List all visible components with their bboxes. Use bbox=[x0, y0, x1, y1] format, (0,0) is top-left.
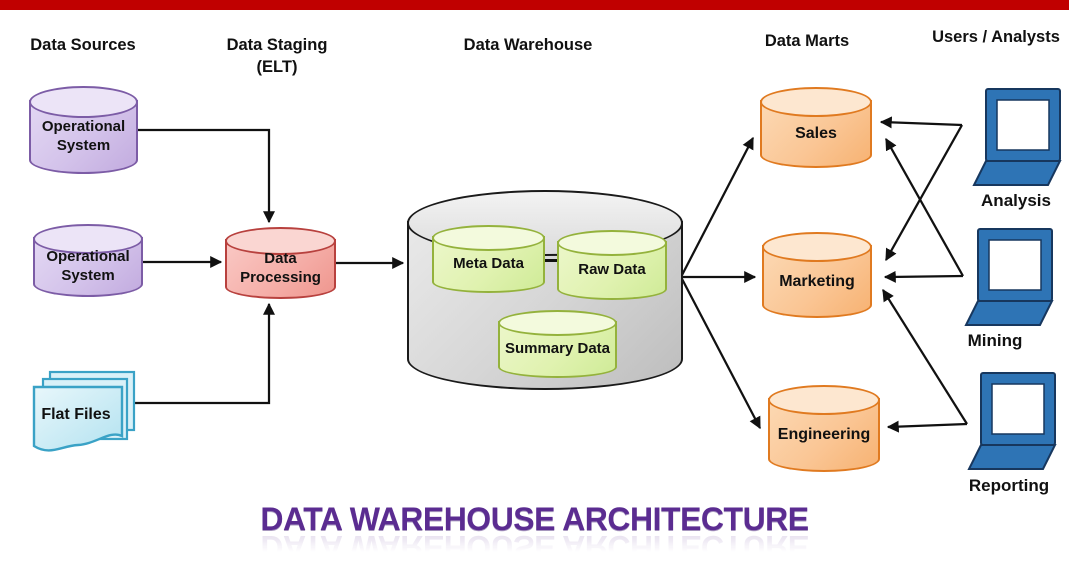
reporting-label: Reporting bbox=[968, 476, 1050, 495]
cylinder-top bbox=[432, 225, 545, 251]
cylinder-top bbox=[762, 232, 872, 262]
header-data-marts: Data Marts bbox=[764, 32, 850, 50]
data-processing-label: Data Processing bbox=[240, 250, 321, 286]
mining-user bbox=[962, 227, 1054, 332]
operational-system-2-label: Operational System bbox=[46, 248, 130, 284]
arrow-warehouse-to-engineering bbox=[680, 276, 761, 430]
laptop-icon bbox=[972, 88, 1062, 186]
analysis-user bbox=[970, 87, 1062, 192]
header-data-sources: Data Sources bbox=[30, 36, 136, 54]
cylinder-top bbox=[29, 86, 138, 118]
operational-system-1: Operational System bbox=[29, 86, 138, 174]
header-data-warehouse: Data Warehouse bbox=[463, 36, 593, 54]
data-warehouse: Meta Data Raw Data Summary Data bbox=[407, 190, 683, 390]
header-data-staging: Data Staging (ELT) bbox=[207, 34, 347, 79]
arrow-reporting-to-engineering bbox=[886, 420, 968, 433]
arrow-warehouse-to-sales bbox=[680, 136, 754, 278]
engineering-label: Engineering bbox=[777, 426, 871, 443]
flat-files: Flat Files bbox=[30, 370, 140, 460]
arrow-mining-to-marketing bbox=[883, 270, 964, 283]
laptop-icon bbox=[964, 228, 1054, 326]
diagram-title: DATA WAREHOUSE ARCHITECTURE bbox=[260, 501, 809, 537]
arrow-reporting-to-marketing bbox=[882, 288, 968, 425]
arrow-analysis-to-sales bbox=[879, 116, 963, 129]
mart-engineering: Engineering bbox=[768, 385, 880, 472]
sales-label: Sales bbox=[795, 125, 837, 142]
summary-data: Summary Data bbox=[498, 310, 617, 378]
cylinder-top bbox=[760, 87, 872, 117]
mart-marketing: Marketing bbox=[762, 232, 872, 318]
cylinder-top bbox=[225, 227, 336, 255]
marketing-label: Marketing bbox=[779, 272, 855, 290]
cylinder-top bbox=[557, 230, 667, 256]
raw-data: Raw Data bbox=[557, 230, 667, 300]
reporting-user bbox=[965, 371, 1057, 476]
diagram-title-reflection: DATA WAREHOUSE ARCHITECTURE bbox=[260, 529, 809, 565]
document-stack-icon bbox=[32, 370, 136, 452]
cylinder-top bbox=[768, 385, 880, 415]
flat-files-label: Flat Files bbox=[41, 406, 111, 423]
cylinder-top bbox=[498, 310, 617, 336]
arrow-os1-to-processing bbox=[138, 128, 275, 224]
arrow-mining-to-sales bbox=[885, 137, 964, 277]
arrow-analysis-to-marketing bbox=[885, 124, 963, 262]
analysis-label: Analysis bbox=[981, 191, 1051, 210]
diagram-title-block: DATA WAREHOUSE ARCHITECTURE DATA WAREHOU… bbox=[0, 501, 1069, 565]
mart-sales: Sales bbox=[760, 87, 872, 168]
data-processing: Data Processing bbox=[225, 227, 336, 299]
header-data-staging-line2: (ELT) bbox=[256, 58, 298, 77]
mining-label: Mining bbox=[967, 331, 1023, 350]
meta-data-label: Meta Data bbox=[453, 255, 524, 273]
cylinder-top bbox=[33, 224, 143, 254]
laptop-icon bbox=[967, 372, 1057, 470]
meta-raw-connector bbox=[542, 259, 560, 262]
summary-data-label: Summary Data bbox=[504, 340, 611, 358]
operational-system-2: Operational System bbox=[33, 224, 143, 297]
meta-data: Meta Data bbox=[432, 225, 545, 293]
header-data-staging-line1: Data Staging bbox=[226, 36, 328, 54]
raw-data-label: Raw Data bbox=[578, 261, 646, 279]
top-accent-bar bbox=[0, 0, 1069, 10]
operational-system-1-label: Operational System bbox=[41, 118, 126, 154]
header-users-analysts: Users / Analysts bbox=[932, 28, 1060, 46]
arrow-flatfiles-to-processing bbox=[130, 302, 275, 405]
